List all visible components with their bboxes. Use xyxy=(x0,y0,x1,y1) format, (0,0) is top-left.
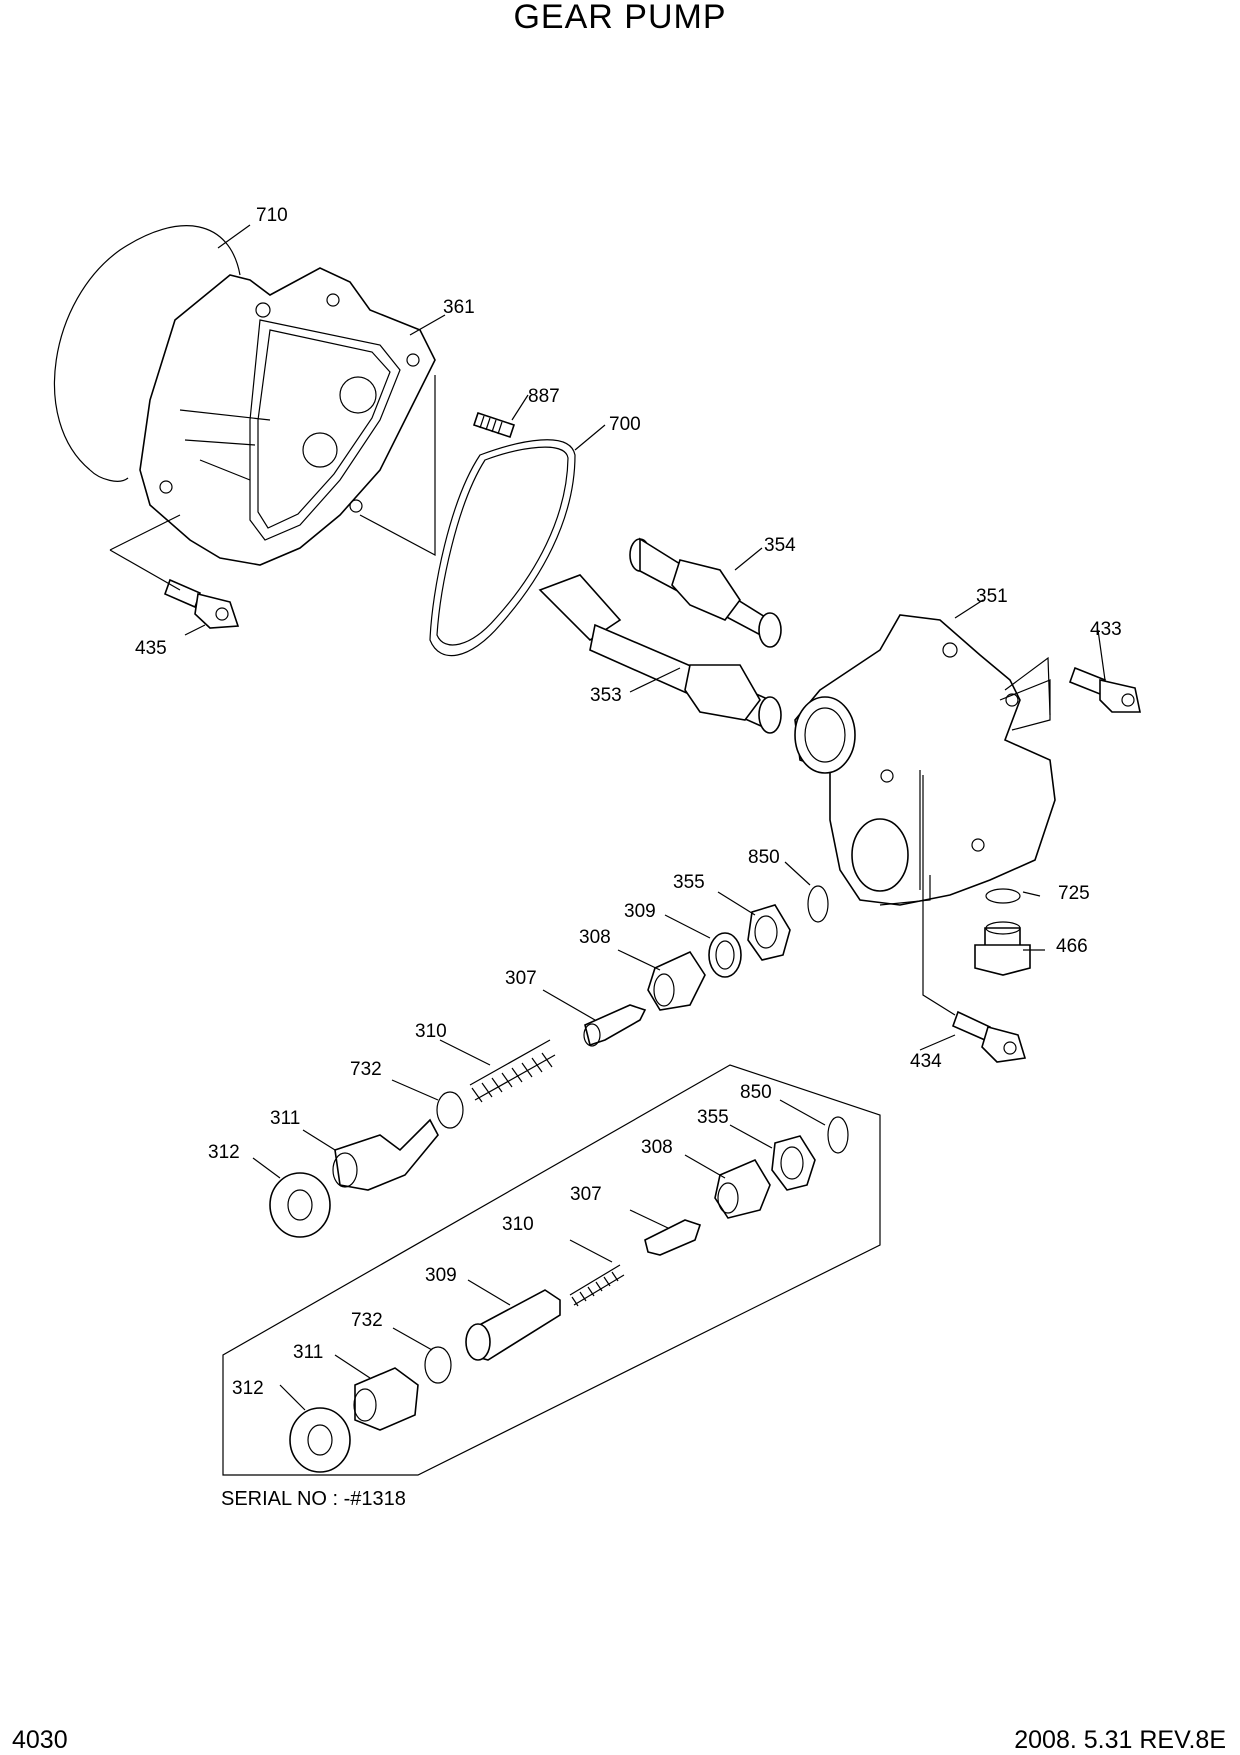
part-355-bushing-lower xyxy=(771,1135,816,1191)
part-351-pump-body xyxy=(794,614,1056,906)
page-title: GEAR PUMP xyxy=(513,0,727,36)
callout-710: 710 xyxy=(256,205,288,226)
part-433-bolt xyxy=(1068,666,1141,713)
callout-725: 725 xyxy=(1058,883,1090,904)
callout-353: 353 xyxy=(590,685,622,706)
part-361-front-cover xyxy=(139,267,436,566)
callout-732-lower: 732 xyxy=(351,1310,383,1331)
part-850-snap-ring-lower xyxy=(827,1116,849,1154)
part-309-seat-upper xyxy=(708,932,742,978)
callout-309-lower: 309 xyxy=(425,1265,457,1286)
part-732-oring-upper xyxy=(436,1091,464,1129)
callout-887: 887 xyxy=(528,386,560,407)
part-310-spring-upper xyxy=(469,1039,556,1101)
callout-700: 700 xyxy=(609,414,641,435)
part-311-plug-lower xyxy=(354,1367,419,1431)
part-355-bushing-upper xyxy=(747,904,791,961)
serial-note: SERIAL NO : -#1318 xyxy=(221,1488,406,1510)
part-354-gear-shaft xyxy=(629,537,782,648)
part-311-plug-upper xyxy=(334,1118,439,1191)
part-307-poppet-pin-upper xyxy=(584,1004,647,1047)
relief-valve-group-lower xyxy=(289,1116,849,1473)
part-353-drive-shaft xyxy=(538,574,782,734)
page-number: 4030 xyxy=(12,1726,68,1754)
revision-label: 2008. 5.31 REV.8E xyxy=(1014,1726,1226,1754)
part-466-plug xyxy=(974,921,1031,976)
callout-311-upper: 311 xyxy=(270,1108,300,1129)
callout-308-upper: 308 xyxy=(579,927,611,948)
callout-308-lower: 308 xyxy=(641,1137,673,1158)
part-308-poppet-lower xyxy=(714,1158,771,1219)
callout-307-upper: 307 xyxy=(505,968,537,989)
part-850-snap-ring-upper xyxy=(807,885,829,923)
serial-frame xyxy=(222,1064,881,1476)
callout-433: 433 xyxy=(1090,619,1122,640)
part-434-bolt xyxy=(951,1010,1027,1063)
part-310-spring-lower xyxy=(569,1264,625,1306)
callout-354: 354 xyxy=(764,535,796,556)
callout-466: 466 xyxy=(1056,936,1088,957)
callout-307-lower: 307 xyxy=(570,1184,602,1205)
callout-435: 435 xyxy=(135,638,167,659)
part-312-nut-lower xyxy=(289,1407,351,1473)
callout-355-lower: 355 xyxy=(697,1107,729,1128)
part-307-poppet-pin-lower xyxy=(644,1219,702,1256)
callout-732-upper: 732 xyxy=(350,1059,382,1080)
part-700-gasket xyxy=(429,439,576,657)
part-308-poppet-upper xyxy=(647,950,706,1011)
callout-434: 434 xyxy=(910,1051,942,1072)
callout-310-lower: 310 xyxy=(502,1214,534,1235)
part-732-oring-lower xyxy=(424,1346,452,1384)
part-725-oring xyxy=(985,888,1021,904)
callout-312-upper: 312 xyxy=(208,1142,240,1163)
part-312-nut-upper xyxy=(269,1172,331,1238)
callout-labels: 710 361 887 700 354 351 433 435 353 850 … xyxy=(135,205,1122,1399)
callout-850-lower: 850 xyxy=(740,1082,772,1103)
leader-lines xyxy=(109,224,1106,1411)
part-710-seal-ring xyxy=(53,225,241,482)
callout-361: 361 xyxy=(443,297,475,318)
callout-311-lower: 311 xyxy=(293,1342,323,1363)
part-887-stud xyxy=(472,411,516,439)
callout-355-upper: 355 xyxy=(673,872,705,893)
callout-309-upper: 309 xyxy=(624,901,656,922)
relief-valve-group-upper xyxy=(269,885,829,1238)
callout-850-upper: 850 xyxy=(748,847,780,868)
callout-351: 351 xyxy=(976,586,1008,607)
callout-312-lower: 312 xyxy=(232,1378,264,1399)
callout-310-upper: 310 xyxy=(415,1021,447,1042)
